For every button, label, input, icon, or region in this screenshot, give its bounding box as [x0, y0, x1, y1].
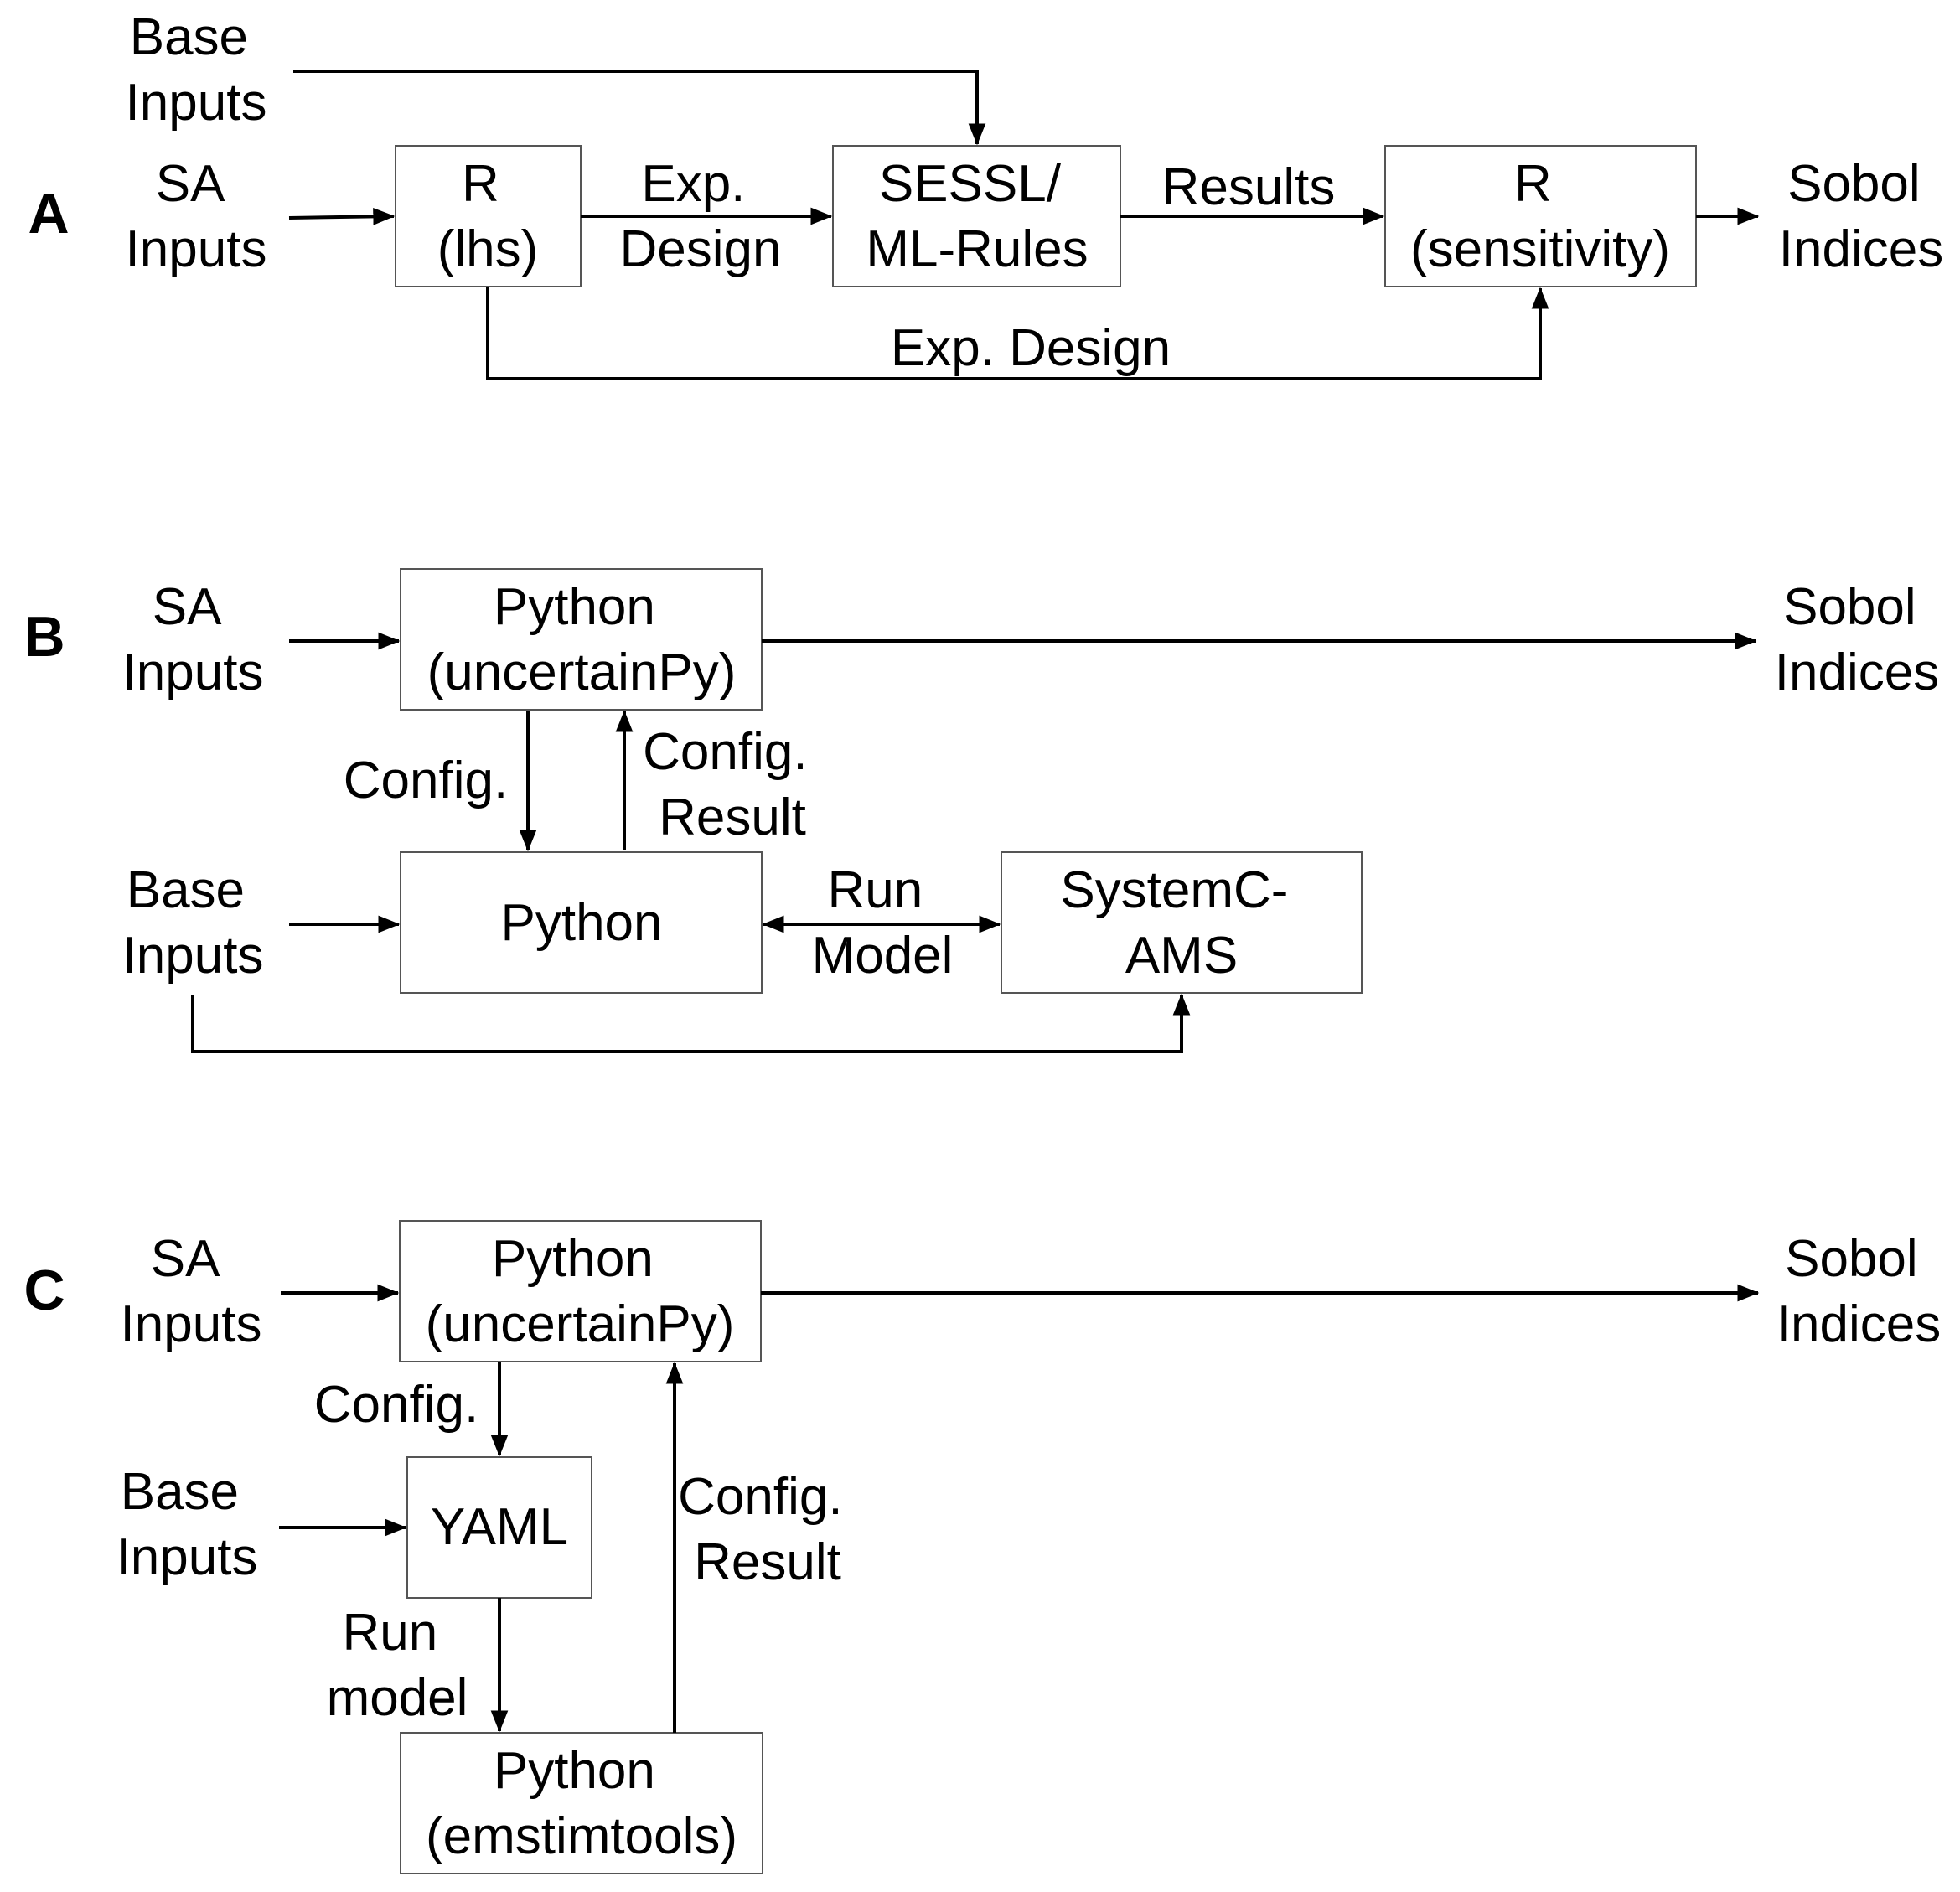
panel-b-letter: B	[23, 605, 65, 669]
panel-a-letter: A	[28, 182, 69, 246]
c-edge-run-model-label: Run model	[327, 1604, 468, 1727]
panel-c: C SA Inputs Python (uncertainPy) Sobol I…	[23, 1220, 1941, 1874]
b-base-inputs-label: Base Inputs	[122, 861, 264, 985]
b-edge-config-result-label: Config. Result	[643, 723, 822, 846]
b-box-python: Python	[400, 851, 763, 994]
a-sobol-indices-label: Sobol Indices	[1779, 155, 1943, 278]
b-edge-config-label: Config.	[344, 752, 508, 809]
a-box-sessl-label: SESSL/ ML-Rules	[866, 155, 1088, 278]
c-sa-inputs-label: SA Inputs	[121, 1230, 262, 1353]
c-box-python-uncertainpy-label: Python (uncertainPy)	[426, 1230, 735, 1353]
b-sobol-indices-label: Sobol Indices	[1775, 578, 1939, 701]
c-edge-config-result-label: Config. Result	[678, 1468, 857, 1591]
b-box-systemc-ams: SystemC- AMS	[1001, 851, 1363, 994]
b-box-systemc-ams-label: SystemC- AMS	[1060, 861, 1302, 985]
a-arrow-sa-to-r	[288, 207, 396, 225]
b-box-python-label: Python	[500, 894, 662, 952]
panel-b: B SA Inputs Python (uncertainPy) Sobol I…	[23, 568, 1939, 1053]
b-box-python-uncertainpy: Python (uncertainPy)	[400, 568, 763, 711]
c-box-python-emstimtools: Python (emstimtools)	[400, 1732, 763, 1874]
c-box-python-uncertainpy: Python (uncertainPy)	[399, 1220, 762, 1362]
panel-c-letter: C	[23, 1259, 65, 1322]
a-sa-inputs-label: SA Inputs	[126, 155, 267, 278]
a-arrow-base-to-sessl	[293, 70, 986, 146]
b-box-python-uncertainpy-label: Python (uncertainPy)	[427, 578, 737, 701]
a-box-r-sensitivity: R (sensitivity)	[1384, 145, 1697, 287]
c-sobol-indices-label: Sobol Indices	[1776, 1230, 1941, 1353]
b-arrow-base-to-systemc	[191, 993, 1191, 1053]
b-edge-run-model-label: Run Model	[812, 861, 954, 985]
panel-a: A Base Inputs SA Inputs R (lhs) SESSL/ M…	[28, 8, 1943, 380]
c-box-yaml-label: YAML	[431, 1498, 568, 1556]
a-edge-exp-design-label: Exp. Design	[620, 155, 782, 278]
a-base-inputs-label: Base Inputs	[126, 8, 267, 132]
c-box-yaml: YAML	[406, 1456, 592, 1599]
a-box-r-lhs: R (lhs)	[395, 145, 582, 287]
a-box-sessl-ml-rules: SESSL/ ML-Rules	[832, 145, 1121, 287]
b-sa-inputs-label: SA Inputs	[122, 578, 264, 701]
a-edge-results-label: Results	[1162, 158, 1336, 216]
a-box-r-lhs-label: R (lhs)	[437, 155, 539, 278]
a-arrow-lhs-to-sensitivity	[486, 287, 1549, 380]
a-edge-exp-design-bottom-label: Exp. Design	[891, 319, 1171, 377]
c-box-python-emstimtools-label: Python (emstimtools)	[426, 1742, 737, 1865]
a-box-r-sensitivity-label: R (sensitivity)	[1410, 155, 1670, 278]
c-base-inputs-label: Base Inputs	[116, 1463, 258, 1586]
c-edge-config-label: Config.	[314, 1376, 478, 1434]
